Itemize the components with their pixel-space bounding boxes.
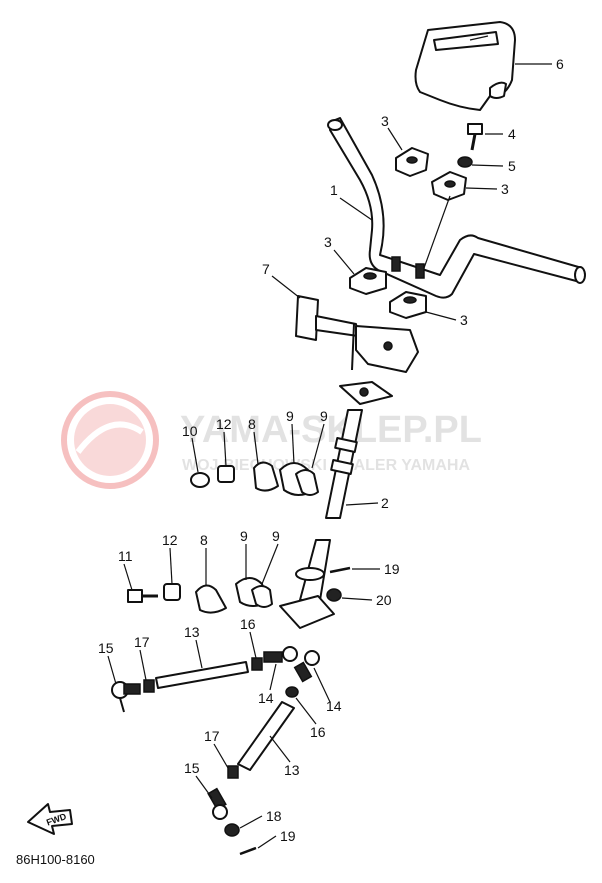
part-15-rod-end-upper — [111, 681, 141, 713]
label-12-b: 12 — [162, 532, 178, 548]
label-7: 7 — [262, 261, 270, 277]
label-9-b: 9 — [320, 408, 328, 424]
part-12-nut-lower — [163, 583, 181, 601]
leader-lines — [107, 127, 504, 849]
part-9-lower — [235, 577, 273, 608]
part-17-locknut-upper — [143, 679, 155, 693]
label-19-a: 19 — [384, 561, 400, 577]
label-11: 11 — [118, 548, 133, 564]
label-3-d: 3 — [460, 312, 468, 328]
label-14-a: 14 — [258, 690, 274, 706]
part-16-locknut-lower — [285, 686, 299, 698]
label-9-c: 9 — [240, 528, 248, 544]
label-19-b: 19 — [280, 828, 296, 844]
part-19-cotter-pin-upper — [329, 566, 351, 574]
part-3-holder-upper-left — [395, 147, 429, 177]
label-10: 10 — [182, 423, 198, 439]
part-14-rod-end-left — [263, 646, 298, 663]
label-1: 1 — [330, 182, 338, 198]
label-3-a: 3 — [381, 113, 389, 129]
part-6-handlebar-pad — [414, 21, 516, 111]
part-18-nut — [224, 823, 240, 837]
part-20-nut — [326, 588, 342, 602]
label-17-a: 17 — [134, 634, 150, 650]
part-labels: 6 3 4 5 3 1 3 7 3 10 12 8 9 9 2 11 12 8 … — [98, 56, 564, 844]
label-13-b: 13 — [284, 762, 300, 778]
label-6: 6 — [556, 56, 564, 72]
part-7-bracket — [295, 295, 419, 373]
part-19-cotter-pin-lower — [239, 846, 257, 856]
label-17-b: 17 — [204, 728, 220, 744]
label-16-b: 16 — [310, 724, 326, 740]
part-10-nut-cap — [190, 472, 210, 488]
part-1-handlebar — [327, 117, 586, 299]
diagram-code: 86H100-8160 — [16, 852, 95, 867]
label-12-a: 12 — [216, 416, 232, 432]
part-8-lower — [195, 584, 227, 614]
part-8-upper — [253, 461, 279, 492]
label-20: 20 — [376, 592, 392, 608]
label-14-b: 14 — [326, 698, 342, 714]
label-18: 18 — [266, 808, 282, 824]
part-14-rod-end-right — [293, 650, 320, 683]
label-9-a: 9 — [286, 408, 294, 424]
part-13-tie-rod-lower — [237, 701, 295, 771]
part-2-steering-shaft — [279, 381, 393, 629]
label-13-a: 13 — [184, 624, 200, 640]
label-15-a: 15 — [98, 640, 114, 656]
watermark: YAMA-SKLEP.PL WOJ.BIECHOWSKI DEALER YAMA… — [61, 391, 482, 489]
label-8-b: 8 — [200, 532, 208, 548]
part-3-holder-lower-left — [349, 267, 387, 295]
part-17-locknut-lower — [227, 765, 239, 779]
part-4-bolt — [467, 123, 483, 151]
part-3-holder-lower-right — [389, 291, 427, 319]
label-15-b: 15 — [184, 760, 200, 776]
label-5: 5 — [508, 158, 516, 174]
label-8-a: 8 — [248, 416, 256, 432]
label-16-a: 16 — [240, 616, 256, 632]
watermark-title: YAMA-SKLEP.PL — [180, 409, 482, 451]
part-11-bolt — [127, 589, 158, 603]
part-5-nut — [457, 156, 473, 168]
part-16-locknut-upper — [251, 657, 263, 671]
fwd-arrow-icon: FWD — [27, 803, 73, 835]
part-12-nut-upper — [217, 465, 235, 483]
label-4: 4 — [508, 126, 516, 142]
watermark-logo-icon — [61, 391, 159, 489]
part-13-tie-rod-upper — [155, 661, 249, 689]
label-3-c: 3 — [324, 234, 332, 250]
label-9-d: 9 — [272, 528, 280, 544]
label-3-b: 3 — [501, 181, 509, 197]
label-2: 2 — [381, 495, 389, 511]
part-3-holder-upper-right — [431, 171, 467, 201]
part-15-rod-end-lower — [207, 787, 228, 820]
part-9-upper — [279, 462, 319, 496]
